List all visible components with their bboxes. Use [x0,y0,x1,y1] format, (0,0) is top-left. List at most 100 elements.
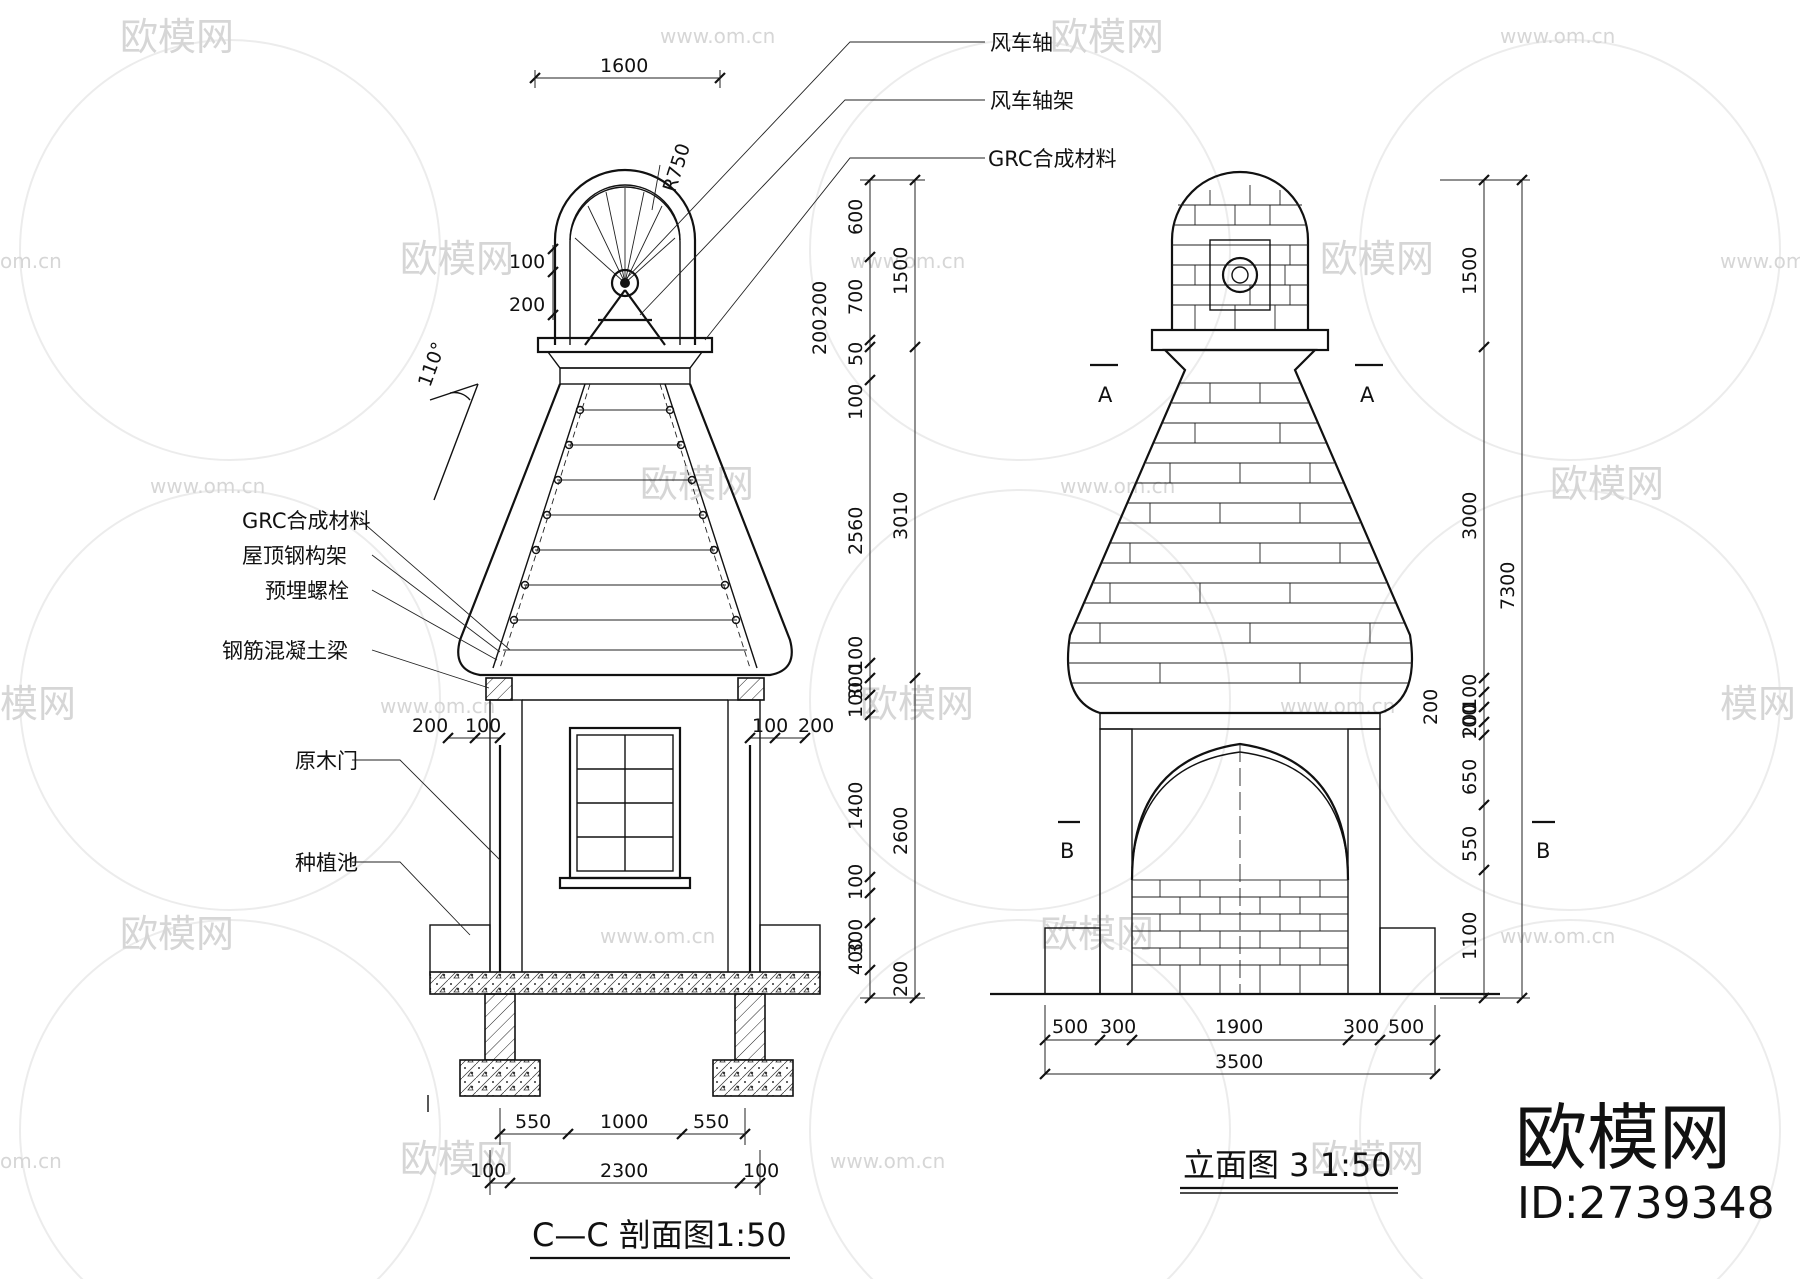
svg-text:2600: 2600 [890,807,912,855]
elevation-column-right [1347,728,1381,995]
elevation-arch [1130,742,1350,881]
svg-text:3500: 3500 [1215,1051,1263,1073]
watermark-url: www.om.cn [1500,924,1615,948]
svg-text:100: 100 [752,715,788,737]
svg-text:1500: 1500 [1459,247,1481,295]
dim-eave-right: 100 200 [744,715,834,744]
svg-text:200: 200 [509,294,545,316]
section-roof-cone [457,383,793,677]
watermark-brand: 欧模网 [860,682,974,726]
watermark-url: www.om.cn [830,1149,945,1173]
svg-text:500: 500 [1052,1016,1088,1038]
svg-text:B: B [1060,839,1074,863]
svg-text:100: 100 [1459,704,1481,740]
svg-text:100: 100 [509,251,545,273]
brand-id: ID:2739348 [1517,1178,1775,1229]
brand-block: 欧模网 ID:2739348 [1515,1096,1775,1229]
watermark-brand: 模网 [0,682,76,726]
neck-band [559,367,691,385]
rc-beam-left [485,677,513,701]
dim-top-width: 1600 [529,55,726,88]
section-view: 110° 1600 R750 100 200 200 100 100 [222,31,1116,1260]
svg-text:A: A [1360,383,1375,407]
windmill-box [1209,239,1271,311]
planter-right [759,924,821,976]
brand-logo: 欧模网 [1515,1096,1731,1180]
svg-text:550: 550 [693,1111,729,1133]
windmill-wheel [569,184,681,298]
svg-text:100: 100 [845,682,867,718]
floor-slab [429,971,821,995]
svg-text:A: A [1098,383,1113,407]
label-grc-side: GRC合成材料 [242,509,370,533]
footing-right [712,1059,794,1097]
svg-text:100: 100 [743,1160,779,1182]
elevation-title: 立面图 3 1:50 [1183,1146,1392,1184]
svg-text:7300: 7300 [1497,562,1519,610]
footing-column-right [734,993,766,1061]
elevation-view: A A B B 1500 3000 [990,170,1555,1194]
rc-beam-right [737,677,765,701]
elevation-shaft-icon [1231,266,1249,284]
label-grc-top: GRC合成材料 [988,147,1116,171]
svg-text:200: 200 [1459,702,1481,738]
neck-flare [547,351,703,369]
watermark-brand: 欧模网 [120,15,234,59]
svg-text:700: 700 [845,279,867,315]
svg-text:200: 200 [890,961,912,997]
svg-text:650: 650 [1459,759,1481,795]
svg-text:300: 300 [1100,1016,1136,1038]
footing-column-left [484,993,516,1061]
svg-text:200: 200 [1420,689,1442,725]
svg-text:200: 200 [798,715,834,737]
section-leaders [352,41,985,936]
watermark-brand: 模网 [1720,682,1796,726]
footing-left [459,1059,541,1097]
svg-text:550: 550 [1459,826,1481,862]
watermark-url: om.cn [0,249,62,273]
section-wall-right [727,699,761,976]
elevation-cornice [1150,328,1330,352]
watermark-brand: 欧模网 [1320,237,1434,281]
label-shaft-frame: 风车轴架 [990,89,1074,113]
label-roof-steel: 屋顶钢构架 [242,544,347,568]
section-marks: A A B B [1058,363,1555,863]
svg-text:600: 600 [845,199,867,235]
elevation-dim-right: 1500 3000 200 100 200 100 650 550 1100 7… [1420,174,1530,1004]
watermark-url: www.om.cn [150,474,265,498]
watermark-brand: 欧模网 [400,1137,514,1181]
label-door: 原木门 [295,749,358,773]
label-planter: 种植池 [295,851,358,875]
watermark-brand: 欧模网 [1040,912,1154,956]
elevation-dim-bottom-row-1: 500 300 1900 300 500 [1039,1005,1441,1075]
section-wall-left [489,699,523,976]
elevation-roof-shingles [1068,382,1412,684]
section-dome-inner [569,186,681,345]
watermark-url: om.cn [0,1149,62,1173]
svg-text:3010: 3010 [890,492,912,540]
dim-eave-left: 200 100 [412,715,506,744]
label-bolt: 预埋螺栓 [265,579,349,603]
watermark-brand: 欧模网 [400,237,514,281]
svg-text:100: 100 [1459,674,1481,710]
windmill-shaft-icon [620,278,630,288]
elevation-planter-right [1379,927,1436,995]
label-beam: 钢筋混凝土梁 [222,639,348,663]
svg-text:100: 100 [845,864,867,900]
angle-label: 110° [414,339,450,390]
svg-text:300: 300 [1343,1016,1379,1038]
svg-text:1000: 1000 [600,1111,648,1133]
section-title: C—C 剖面图1:50 [532,1216,787,1254]
svg-text:100: 100 [845,636,867,672]
svg-text:200: 200 [412,715,448,737]
svg-text:200: 200 [809,281,831,317]
section-dome-outer [553,168,697,345]
elevation-hub-icon [1221,256,1259,294]
watermark-brand: 欧模网 [1550,462,1664,506]
dim-bottom-row-2: 100 2300 100 [470,1150,779,1195]
roof-purlins [503,409,747,651]
svg-text:100: 100 [470,1160,506,1182]
svg-text:1400: 1400 [845,782,867,830]
watermark-brand: 欧模网 [1050,15,1164,59]
